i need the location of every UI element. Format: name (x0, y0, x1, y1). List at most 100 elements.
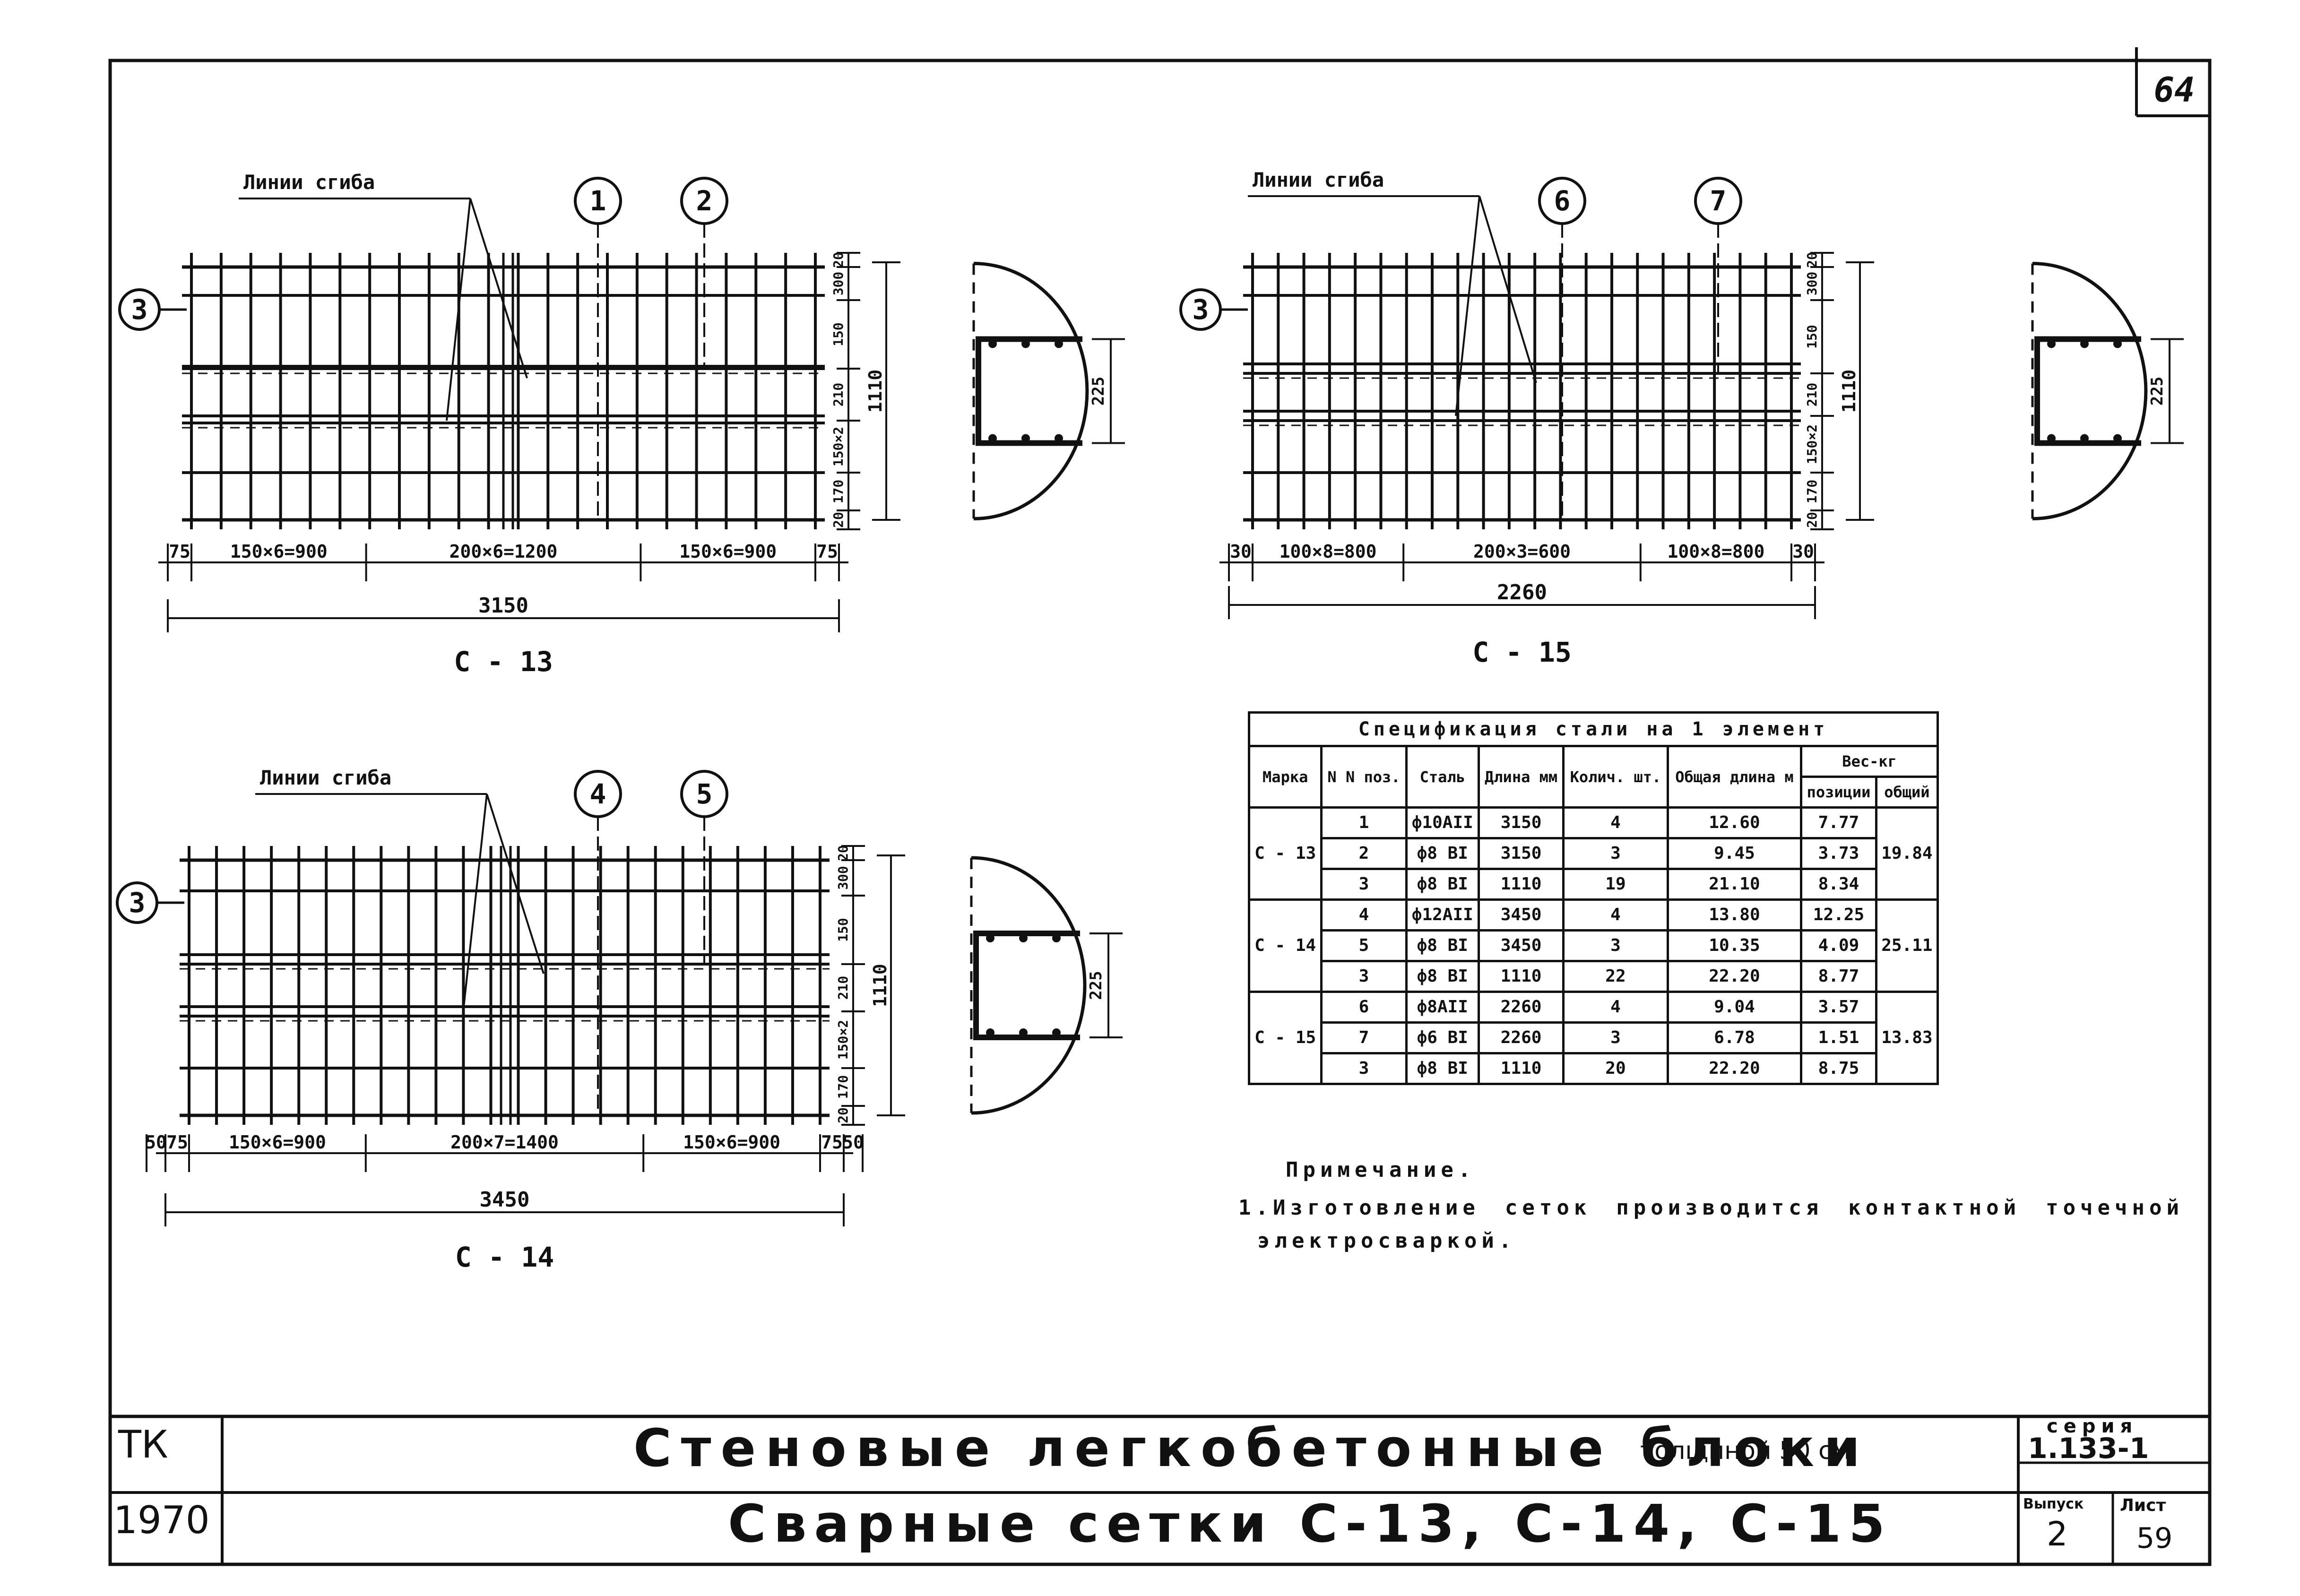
dim-side-2: 150 (1804, 325, 1820, 349)
section-dim: 225 (2148, 377, 2167, 405)
section-u-bar (976, 336, 1082, 446)
dim-side-6: 20 (830, 512, 846, 528)
height-dim: 1110 (1839, 370, 1859, 413)
dim-bottom-3: 100×8=800 (1667, 541, 1764, 562)
section-rebar-dot (1021, 434, 1030, 443)
title-block (110, 1415, 2210, 1564)
series-label: серия (2047, 1415, 2138, 1437)
spec-weight-pos: 1.51 (1800, 1021, 1877, 1054)
spec-qty: 19 (1562, 868, 1669, 901)
dim-side-1: 300 (830, 272, 846, 296)
section-rebar-dot (1019, 934, 1028, 942)
spec-header-weight-total: общий (1875, 776, 1939, 809)
spec-header-qty: Колич. шт. (1562, 745, 1669, 809)
total-length: 2260 (1497, 580, 1547, 604)
dim-side-4: 150×2 (1804, 424, 1820, 464)
section-rebar-dot (988, 339, 997, 348)
issue-value: 2 (2047, 1515, 2068, 1553)
dim-bottom-2: 200×3=600 (1473, 541, 1571, 562)
section-rebar-dot (988, 434, 997, 443)
sheet-label: Лист (2120, 1496, 2166, 1515)
spec-header-steel: Сталь (1405, 745, 1480, 809)
position-3-marker-label: 3 (129, 887, 146, 919)
dim-bottom-4: 30 (1792, 541, 1814, 562)
height-dim: 1110 (870, 964, 891, 1007)
spec-weight-pos: 8.77 (1800, 960, 1877, 993)
dim-bottom-2: 200×6=1200 (450, 541, 558, 562)
section-rebar-dot (986, 1028, 994, 1037)
spec-total-length: 21.10 (1666, 868, 1803, 901)
spec-steel: ф12АII (1405, 898, 1480, 932)
spec-total-length: 6.78 (1666, 1021, 1803, 1054)
spec-header-weight-pos: позиции (1800, 776, 1877, 809)
spec-weight-pos: 4.09 (1800, 929, 1877, 962)
title-sub: толщиной 50 см (1640, 1437, 1850, 1465)
spec-pos: 7 (1320, 1021, 1408, 1054)
title-main: Стеновые легкобетонные блоки (633, 1418, 1870, 1478)
section-rebar-dot (2047, 434, 2056, 443)
spec-steel: ф8 ВI (1405, 929, 1480, 962)
spec-qty: 3 (1562, 929, 1669, 962)
spec-pos: 3 (1320, 960, 1408, 993)
spec-qty: 3 (1562, 1021, 1669, 1054)
section-rebar-dot (2113, 339, 2122, 348)
spec-header-weight: Вес-кг (1800, 745, 1939, 778)
spec-total-length: 9.04 (1666, 991, 1803, 1024)
section-rebar-dot (1019, 1028, 1028, 1037)
spec-header-length: Длина мм (1477, 745, 1565, 809)
section-rebar-dot (1021, 339, 1030, 348)
dim-side-5: 170 (1804, 480, 1820, 504)
section-arc (973, 262, 1089, 520)
position-3-marker (1179, 288, 1222, 331)
spec-steel: ф6 ВI (1405, 1021, 1480, 1054)
spec-pos: 1 (1320, 806, 1408, 839)
dim-bottom-0: 50 (145, 1132, 167, 1153)
height-dim: 1110 (865, 370, 886, 413)
sheet-number: 64 (2154, 70, 2195, 110)
dim-side-4: 150×2 (835, 1020, 851, 1060)
dim-side-3: 210 (835, 976, 851, 1000)
year: 1970 (113, 1498, 210, 1542)
note-line-2: электросваркой. (1257, 1229, 1516, 1253)
bend-leader (469, 198, 528, 379)
dim-bottom-0: 30 (1230, 541, 1252, 562)
dim-bottom-3: 150×6=900 (679, 541, 777, 562)
dim-side-1: 300 (835, 866, 851, 890)
position-3-marker (116, 881, 158, 924)
bend-leader (462, 794, 488, 1012)
section-rebar-dot (1055, 339, 1063, 348)
dim-side-5: 170 (830, 480, 846, 504)
spec-weight-pos: 8.75 (1800, 1052, 1877, 1085)
spec-steel: ф8 ВI (1405, 960, 1480, 993)
subtitle: Сварные сетки С-13, С-14, С-15 (728, 1493, 1893, 1554)
spec-total-length: 9.45 (1666, 837, 1803, 870)
dim-side-2: 150 (830, 322, 846, 346)
spec-steel: ф8АII (1405, 991, 1480, 1024)
spec-mark: С - 15 (1247, 991, 1323, 1085)
spec-weight-pos: 7.77 (1800, 806, 1877, 839)
position-5-marker-label: 5 (696, 778, 713, 810)
spec-total-length: 12.60 (1666, 806, 1803, 839)
section-arc (971, 856, 1087, 1115)
spec-length: 2260 (1477, 991, 1565, 1024)
spec-length: 1110 (1477, 1052, 1565, 1085)
total-length: 3150 (478, 594, 528, 618)
spec-total-length: 22.20 (1666, 960, 1803, 993)
dim-side-0: 20 (835, 845, 851, 861)
section-dim: 225 (1087, 971, 1106, 1000)
dim-side-1: 300 (1804, 272, 1820, 296)
mesh-mark: С - 14 (455, 1241, 554, 1273)
bend-leader (1455, 196, 1480, 416)
issue-label: Выпуск (2023, 1496, 2084, 1512)
mesh-mark: С - 15 (1472, 636, 1572, 668)
spec-pos: 4 (1320, 898, 1408, 932)
